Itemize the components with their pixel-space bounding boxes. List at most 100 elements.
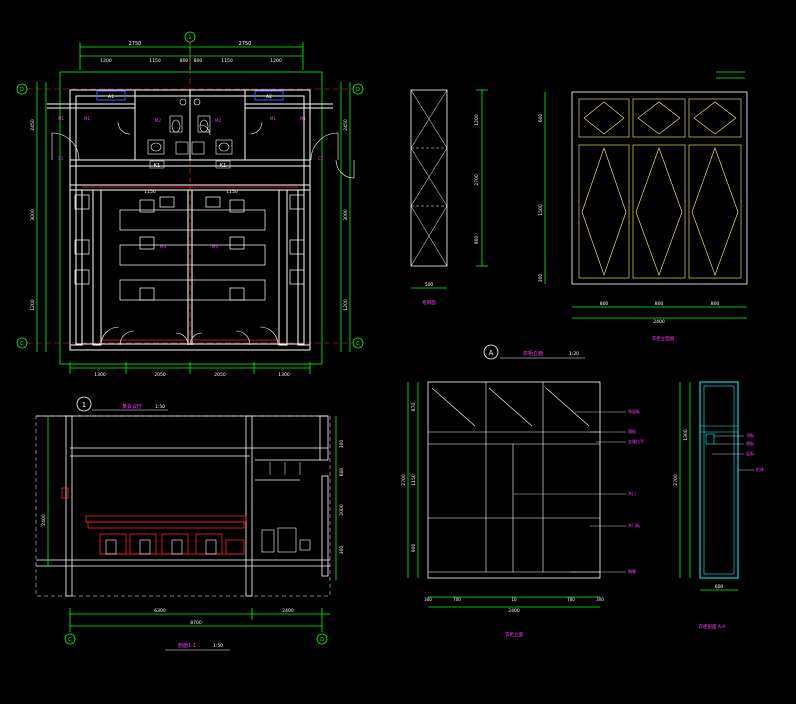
narrow-title: 柜侧面: [422, 299, 436, 306]
plan-bottom-dim-0: 1300: [94, 372, 106, 378]
svg-text:M1: M1: [270, 116, 276, 121]
cabinet-elev-total: 2400: [653, 319, 665, 325]
svg-text:M3: M3: [160, 244, 166, 249]
cabinet-front-dim-2: 900: [411, 544, 417, 553]
svg-text:M1: M1: [84, 116, 90, 121]
cabinet-front-bottom-3: 700: [567, 597, 575, 602]
cabinet-elev-dim-2: 300: [538, 274, 544, 283]
cabinet-axis-scale: 1:20: [569, 351, 579, 357]
cabinet-front-dim-0: 870: [411, 403, 417, 412]
plan-room-tag-0: K1: [154, 163, 160, 169]
section-left-dim: 2400: [41, 514, 47, 526]
section-axis-bubble-c: [64, 633, 76, 645]
plan-top-subdim-4: 1150: [221, 58, 233, 64]
plan-top-subdim-1: 1150: [149, 58, 161, 64]
plan-doors: [51, 121, 355, 346]
plan-left-dim-1: 3000: [30, 209, 36, 221]
cabinet-front-label-5: 踢脚: [628, 568, 636, 574]
plan-room-tag-1: K1: [220, 163, 226, 169]
cabinet-elevation: 600 1500 300 800 800 800 2400 衣柜立面图 A 衣柜…: [483, 71, 748, 360]
section-bottom-total: 8700: [190, 620, 202, 626]
plan-window-right: [254, 90, 284, 101]
svg-text:C1: C1: [58, 156, 64, 161]
cabinet-front-title: 衣柜立面: [505, 631, 523, 638]
plan-bottom-dim-3: 1300: [278, 372, 290, 378]
plan-mid-dim-1: 1150: [226, 189, 238, 195]
cabinet-front-label-2: 金属拉手: [628, 438, 644, 444]
cabinet-elev-bottom-0: 800: [600, 301, 609, 307]
plan-left-dim-2: 1200: [30, 299, 36, 311]
plan-right-dim-0: 2450: [343, 119, 349, 131]
svg-text:M3: M3: [212, 244, 218, 249]
cabinet-elev-dim-0: 600: [538, 114, 544, 123]
svg-text:M1: M1: [58, 116, 64, 121]
plan-top-subdim-3: 800: [194, 58, 203, 64]
section-bottom-scale: 1:50: [213, 643, 223, 649]
cabinet-elev-bottom-2: 800: [711, 301, 720, 307]
cabinet-front-label-1: 隔板: [628, 428, 636, 434]
plan-axis-right-d: D: [356, 87, 360, 93]
plan-walls: [47, 89, 333, 351]
section-axis-bubble: [76, 396, 92, 412]
section-axis-bubble-d: [316, 633, 328, 645]
side-section-label-3: 柜体: [756, 466, 764, 472]
plan-top-dim-1: 2750: [239, 41, 252, 47]
side-section-dim-0: 1300: [683, 429, 689, 441]
svg-text:M1: M1: [300, 116, 306, 121]
plan-left-dim-0: 2450: [30, 119, 36, 131]
cabinet-axis-label: A: [489, 349, 494, 357]
section-right-dim-3: 300: [339, 546, 345, 555]
cabinet-front-label-4: 木门板: [628, 522, 640, 528]
plan-axis-left-c: C: [20, 341, 24, 347]
plan-right-dim-2: 1200: [343, 299, 349, 311]
section-bottom-title: 剖面1-1: [178, 642, 196, 649]
plan-top-dim-0: 2750: [129, 41, 142, 47]
floor-plan: 2750 2750 1200 1150 800 800 1150 1200 1 …: [16, 31, 364, 378]
narrow-dim-1: 2700: [474, 174, 480, 186]
section-seating: [85, 515, 247, 555]
plan-bottom-dim-1: 2050: [154, 372, 166, 378]
cabinet-elev-bottom-1: 800: [655, 301, 664, 307]
side-section-label-2: 层板: [746, 450, 754, 456]
plan-axis-right-c: C: [356, 341, 360, 347]
cabinet-front-bottom-0: 300: [424, 597, 432, 602]
section-scale-top: 1:50: [155, 404, 165, 410]
side-section-bottom-dim: 600: [715, 584, 724, 590]
cabinet-front-right-dim: 2700: [401, 474, 407, 486]
plan-right-dim-1: 3000: [343, 209, 349, 221]
section-title-top: 某会议厅: [122, 403, 142, 410]
section-right-dim-1: 600: [339, 468, 345, 477]
plan-window-tag-left: A1: [108, 94, 114, 100]
plan-window-left: [96, 90, 126, 101]
plan-furniture: [74, 194, 305, 301]
svg-text:M2: M2: [155, 118, 161, 123]
plan-top-subdim-5: 1200: [270, 58, 282, 64]
plan-bottom-dim-2: 2050: [214, 372, 226, 378]
cabinet-axis-title: 衣柜立面: [523, 350, 543, 357]
section-right-dim-0: 300: [339, 440, 345, 449]
cabinet-front-label-3: 木门: [628, 490, 636, 496]
cabinet-front-dim-1: 1150: [411, 474, 417, 486]
plan-fixtures: [147, 98, 233, 155]
cabinet-front-bottom-2: 10: [511, 597, 517, 602]
plan-top-subdim-0: 1200: [100, 58, 112, 64]
cabinet-front-bottom-1: 700: [453, 597, 461, 602]
plan-axis-left-d: D: [20, 87, 24, 93]
cabinet-front-label-0: 饰面板: [628, 408, 640, 414]
cabinet-front-total: 2400: [508, 608, 520, 614]
section-axis-d: D: [320, 637, 324, 643]
side-section-title: 衣柜剖面 A-A: [698, 623, 726, 630]
side-section-label-0: 顶板: [746, 432, 754, 438]
section-axis-c: C: [68, 637, 72, 643]
section-right-dim-2: 2000: [339, 504, 345, 516]
section-bottom-dim-0: 6300: [154, 608, 166, 614]
plan-window-tag-right: A2: [266, 94, 272, 100]
side-section-label-1: 隔板: [746, 440, 754, 446]
cabinet-elev-title: 衣柜立面图: [652, 335, 675, 342]
narrow-elevation: 1200 2700 900 500 柜侧面: [410, 89, 488, 306]
cabinet-front: 2700 870 1150 900 饰面板 隔板 金属拉手 木门 木门板 踢脚 …: [401, 381, 644, 638]
cabinet-axis-bubble: [483, 344, 499, 360]
section-1-1: 1 某会议厅 1:50: [35, 396, 345, 651]
plan-mid-dim-0: 1150: [144, 189, 156, 195]
